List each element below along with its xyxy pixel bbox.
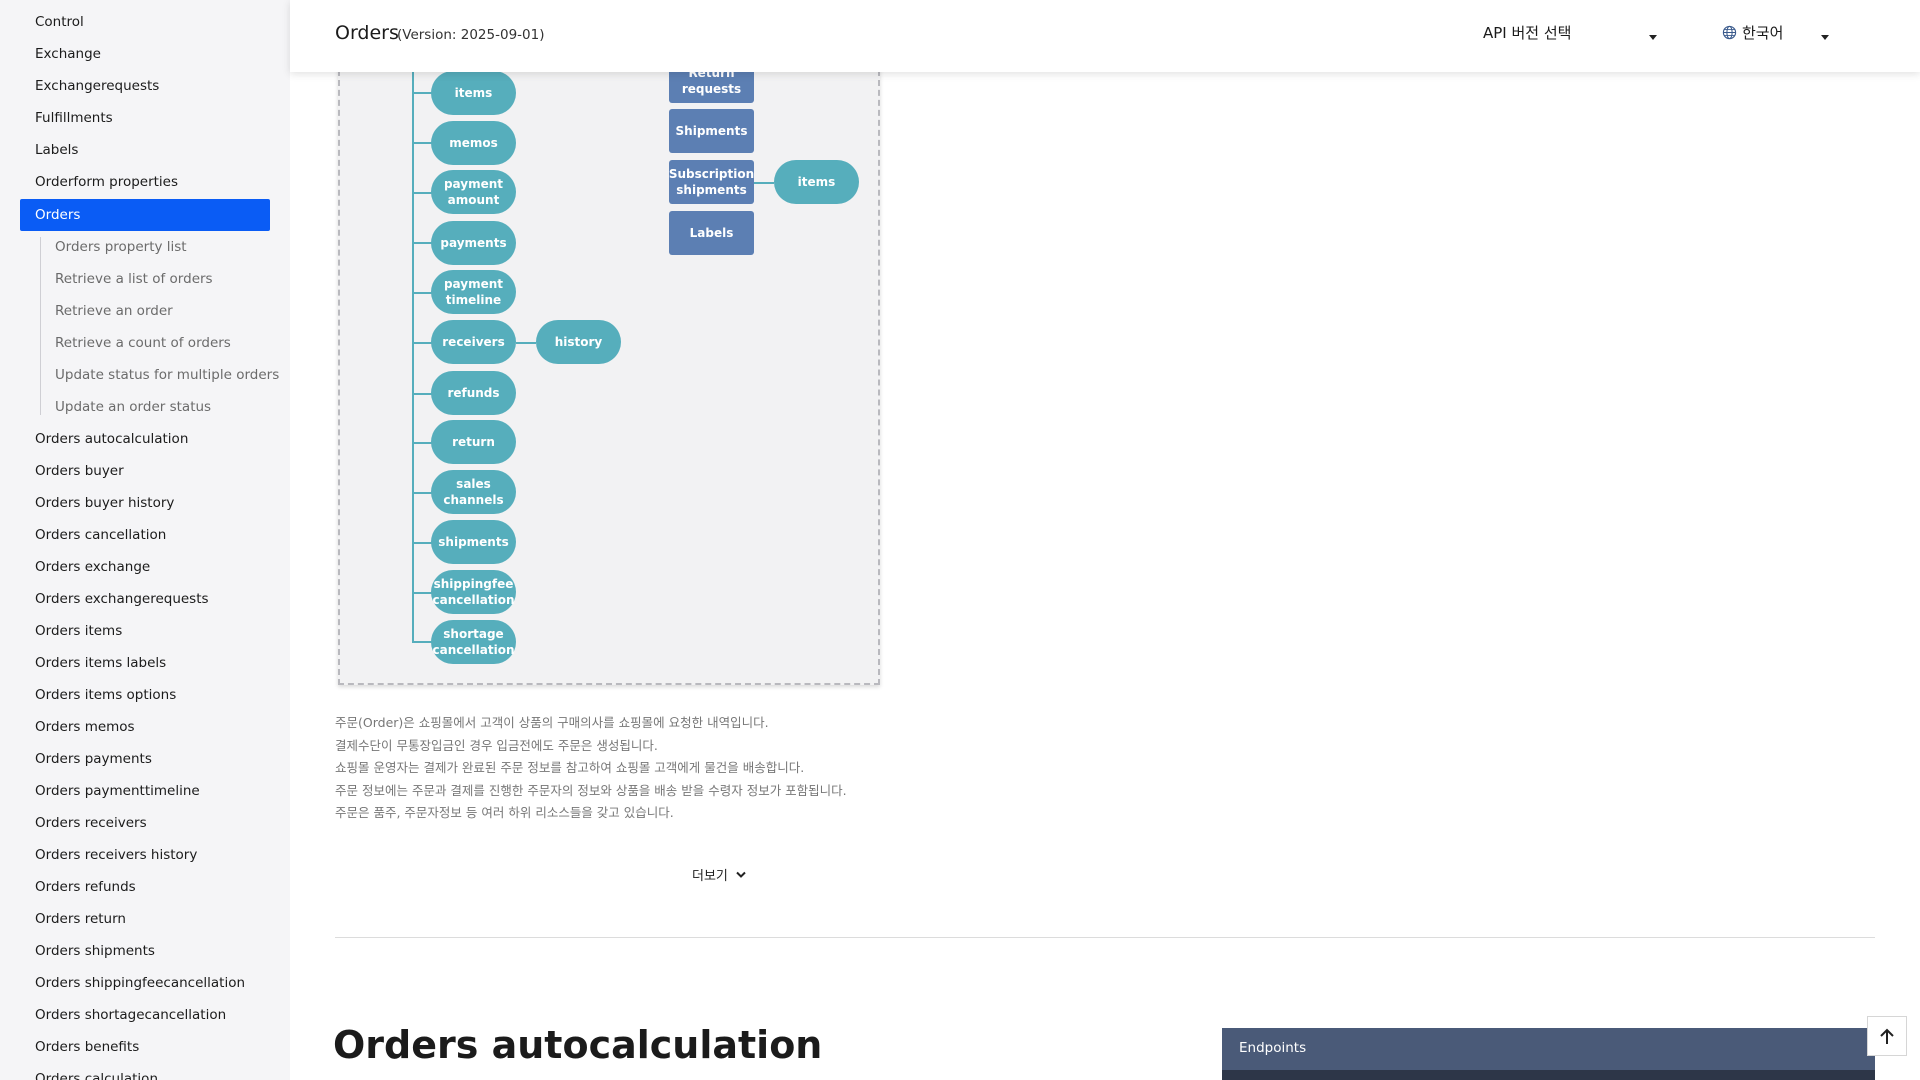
version-label: (Version: 2025-09-01) bbox=[397, 27, 545, 43]
sidebar-item-exchangerequests[interactable]: Exchangerequests bbox=[35, 78, 160, 94]
sidebar-item-orders-refunds[interactable]: Orders refunds bbox=[35, 879, 136, 895]
sidebar-item-orders-items-options[interactable]: Orders items options bbox=[35, 687, 177, 703]
sidebar-subitem-orders-property-list[interactable]: Orders property list bbox=[55, 239, 187, 255]
endpoints-body bbox=[1222, 1070, 1875, 1080]
diagram-branch bbox=[412, 442, 432, 444]
sidebar-item-orders-shortagecancellation[interactable]: Orders shortagecancellation bbox=[35, 1007, 227, 1023]
sidebar-item-orders-benefits[interactable]: Orders benefits bbox=[35, 1039, 140, 1055]
sidebar: Control Exchange Exchangerequests Fulfil… bbox=[0, 0, 290, 1080]
diagram-branch bbox=[412, 641, 432, 643]
diagram-branch bbox=[412, 393, 432, 395]
sidebar-subitem-retrieve-list-of-orders[interactable]: Retrieve a list of orders bbox=[55, 271, 213, 287]
diagram-node-subscription-shipments: Subscription shipments bbox=[669, 160, 754, 204]
description-line: 주문(Order)은 쇼핑몰에서 고객이 상품의 구매의사를 쇼핑몰에 요청한 … bbox=[335, 715, 769, 730]
sidebar-item-orders-exchange[interactable]: Orders exchange bbox=[35, 559, 151, 575]
sidebar-item-orders-buyer[interactable]: Orders buyer bbox=[35, 463, 124, 479]
sidebar-subitem-retrieve-count-of-orders[interactable]: Retrieve a count of orders bbox=[55, 335, 231, 351]
endpoints-panel: Endpoints bbox=[1222, 1028, 1875, 1080]
globe-icon bbox=[1722, 25, 1737, 40]
api-version-select-label: API 버전 선택 bbox=[1483, 24, 1572, 42]
sidebar-item-exchange[interactable]: Exchange bbox=[35, 46, 101, 62]
sidebar-item-orders-payments[interactable]: Orders payments bbox=[35, 751, 152, 767]
diagram-node-items: items bbox=[431, 71, 516, 115]
sidebar-item-control[interactable]: Control bbox=[35, 14, 84, 30]
sub-nav-line bbox=[40, 237, 41, 415]
sidebar-item-orders-exchangerequests[interactable]: Orders exchangerequests bbox=[35, 591, 209, 607]
diagram-branch bbox=[412, 92, 432, 94]
diagram-node-labels: Labels bbox=[669, 211, 754, 255]
sidebar-item-orders-paymenttimeline[interactable]: Orders paymenttimeline bbox=[35, 783, 200, 799]
orders-description: 주문(Order)은 쇼핑몰에서 고객이 상품의 구매의사를 쇼핑몰에 요청한 … bbox=[335, 712, 847, 825]
sidebar-item-orders-receivers-history[interactable]: Orders receivers history bbox=[35, 847, 198, 863]
sidebar-item-orders[interactable]: Orders bbox=[20, 199, 270, 231]
page-title: Orders bbox=[335, 22, 399, 44]
api-version-caret-icon bbox=[1649, 35, 1657, 40]
diagram-branch bbox=[412, 342, 432, 344]
description-line: 주문 정보에는 주문과 결제를 진행한 주문자의 정보와 상품을 배송 받을 수… bbox=[335, 782, 847, 798]
diagram-node-shortage-cancellation: shortage cancellation bbox=[431, 620, 516, 664]
sidebar-item-orders-cancellation[interactable]: Orders cancellation bbox=[35, 527, 167, 543]
diagram-branch bbox=[412, 542, 432, 544]
api-version-select[interactable]: API 버전 선택 bbox=[1483, 22, 1571, 43]
diagram-branch bbox=[412, 492, 432, 494]
diagram-node-memos: memos bbox=[431, 121, 516, 165]
section-divider bbox=[335, 937, 1875, 938]
sidebar-item-orders-shippingfeecancellation[interactable]: Orders shippingfeecancellation bbox=[35, 975, 246, 991]
sidebar-item-orders-return[interactable]: Orders return bbox=[35, 911, 126, 927]
diagram-node-payments: payments bbox=[431, 221, 516, 265]
diagram-branch bbox=[412, 242, 432, 244]
sidebar-item-orders-items[interactable]: Orders items bbox=[35, 623, 123, 639]
section-heading: Orders autocalculation bbox=[333, 1023, 823, 1067]
diagram-branch bbox=[754, 182, 774, 184]
sidebar-subitem-update-status-multiple[interactable]: Update status for multiple orders bbox=[55, 367, 280, 383]
diagram-node-receivers: receivers bbox=[431, 320, 516, 364]
diagram-branch bbox=[412, 192, 432, 194]
diagram-node-payment-amount: payment amount bbox=[431, 170, 516, 214]
sidebar-subitem-retrieve-an-order[interactable]: Retrieve an order bbox=[55, 303, 173, 319]
arrow-up-icon bbox=[1880, 1028, 1894, 1044]
sidebar-item-orders-shipments[interactable]: Orders shipments bbox=[35, 943, 155, 959]
diagram-node-shipments: shipments bbox=[431, 520, 516, 564]
diagram-trunk-line bbox=[412, 52, 414, 642]
show-more-button[interactable]: 더보기 bbox=[692, 865, 746, 884]
sidebar-item-fulfillments[interactable]: Fulfillments bbox=[35, 110, 113, 126]
description-line: 쇼핑몰 운영자는 결제가 완료된 주문 정보를 참고하여 쇼핑몰 고객에게 물건… bbox=[335, 760, 805, 775]
language-select-label: 한국어 bbox=[1742, 24, 1784, 42]
sidebar-item-orders-items-labels[interactable]: Orders items labels bbox=[35, 655, 167, 671]
diagram-node-payment-timeline: payment timeline bbox=[431, 270, 516, 314]
sidebar-item-orders-calculation[interactable]: Orders calculation bbox=[35, 1071, 158, 1080]
diagram-node-refunds: refunds bbox=[431, 371, 516, 415]
diagram-node-shippingfee-cancellation: shippingfee cancellation bbox=[431, 570, 516, 614]
endpoints-label: Endpoints bbox=[1239, 1040, 1307, 1056]
diagram-node-receivers-history: history bbox=[536, 320, 621, 364]
language-caret-icon bbox=[1821, 35, 1829, 40]
resource-diagram: items memos payment amount payments paym… bbox=[338, 50, 880, 685]
description-line: 주문은 품주, 주문자정보 등 여러 하위 리소스들을 갖고 있습니다. bbox=[335, 805, 674, 820]
language-select[interactable]: 한국어 bbox=[1722, 22, 1783, 43]
diagram-branch bbox=[412, 592, 432, 594]
diagram-branch bbox=[412, 292, 432, 294]
sidebar-item-orders-autocalculation[interactable]: Orders autocalculation bbox=[35, 431, 189, 447]
diagram-node-return: return bbox=[431, 420, 516, 464]
chevron-down-icon bbox=[736, 871, 746, 878]
show-more-label: 더보기 bbox=[692, 869, 728, 884]
sidebar-subitem-update-order-status[interactable]: Update an order status bbox=[55, 399, 212, 415]
sidebar-item-orderform-properties[interactable]: Orderform properties bbox=[35, 174, 179, 190]
sidebar-item-labels[interactable]: Labels bbox=[35, 142, 79, 158]
diagram-node-sales-channels: sales channels bbox=[431, 470, 516, 514]
diagram-branch bbox=[412, 142, 432, 144]
scroll-to-top-button[interactable] bbox=[1867, 1016, 1907, 1056]
top-header: Orders (Version: 2025-09-01) API 버전 선택 한… bbox=[290, 0, 1920, 72]
sidebar-item-orders-buyer-history[interactable]: Orders buyer history bbox=[35, 495, 175, 511]
description-line: 결제수단이 무통장입금인 경우 입금전에도 주문은 생성됩니다. bbox=[335, 737, 658, 753]
diagram-node-subscription-items: items bbox=[774, 160, 859, 204]
diagram-branch bbox=[516, 342, 536, 344]
sidebar-item-orders-receivers[interactable]: Orders receivers bbox=[35, 815, 147, 831]
diagram-node-shipments-box: Shipments bbox=[669, 109, 754, 153]
sidebar-item-orders-memos[interactable]: Orders memos bbox=[35, 719, 135, 735]
